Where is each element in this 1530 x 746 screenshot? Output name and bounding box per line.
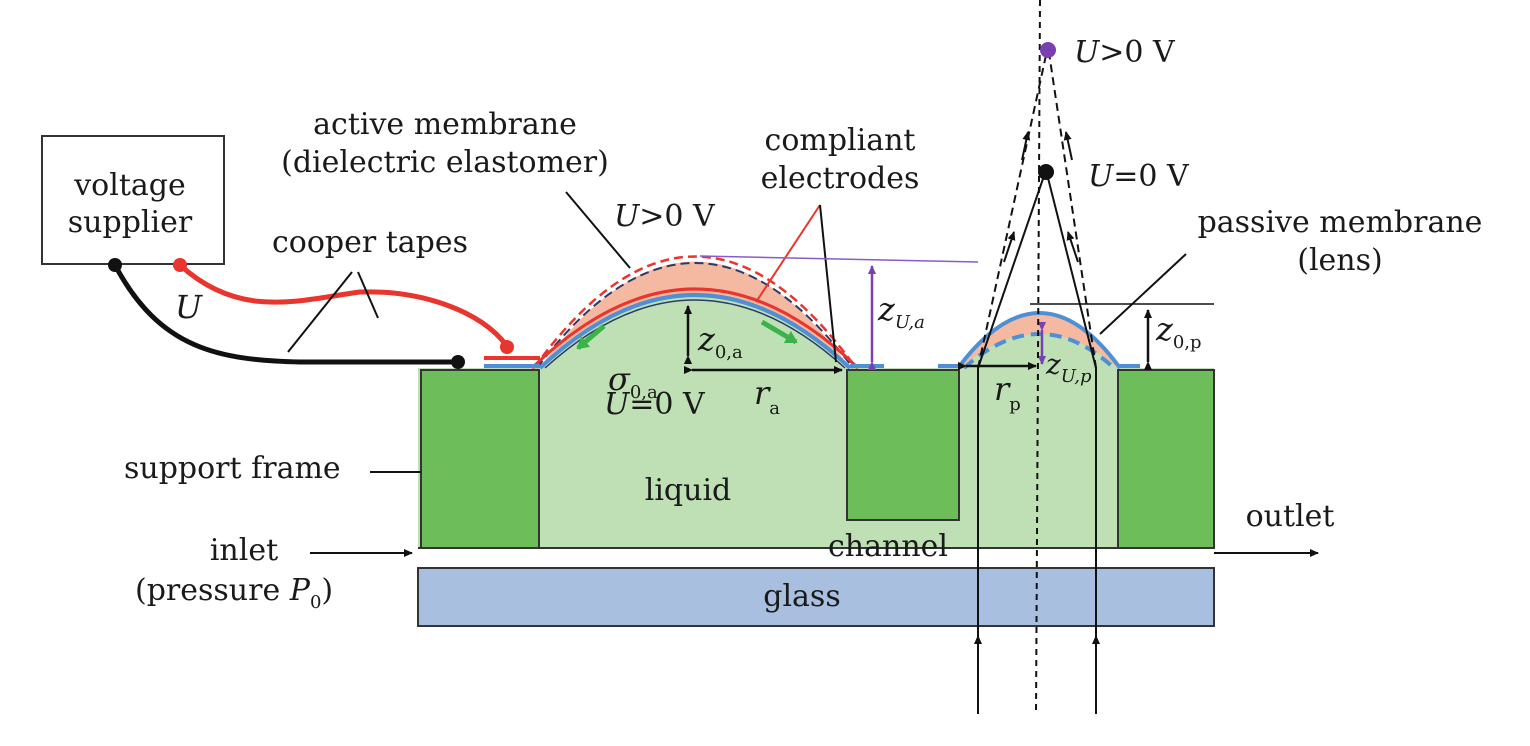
outlet-label: outlet xyxy=(1246,499,1335,534)
black-wire-end xyxy=(451,355,465,369)
ray-right-dash-arrow xyxy=(1063,131,1073,161)
ray-left-dashed xyxy=(977,45,1049,369)
ray-right-up-arrow xyxy=(1066,231,1079,263)
zUa-label: zU,a xyxy=(877,290,925,333)
ray-left-up-arrow xyxy=(1003,231,1016,263)
cooper-leader-1 xyxy=(287,271,353,353)
glass-substrate xyxy=(417,567,1215,627)
rp-label: rp xyxy=(994,370,1021,415)
pressure-label: (pressure P0) xyxy=(135,573,333,613)
u-on-active-label: U>0 V xyxy=(614,199,716,234)
active-membrane-rest-electrode xyxy=(530,287,860,370)
support-frame-right xyxy=(1117,369,1215,549)
electrode-leader-2 xyxy=(819,204,837,363)
u-on-focus-label: U>0 V xyxy=(1074,35,1176,70)
focal-point-off xyxy=(1038,164,1054,180)
liquid-label: liquid xyxy=(645,473,732,508)
passive-membrane-label-2: (lens) xyxy=(1297,243,1382,278)
optical-axis xyxy=(1035,0,1041,715)
cooper-tapes-label: cooper tapes xyxy=(272,225,468,260)
passive-membrane-solid xyxy=(956,311,1122,370)
compliant-electrodes-label-2: electrodes xyxy=(761,161,920,196)
channel-label: channel xyxy=(828,529,948,564)
support-frame-left xyxy=(420,369,540,549)
active-membrane-rest xyxy=(538,293,852,370)
ra-label: ra xyxy=(754,374,780,419)
cooper-leader-2 xyxy=(357,271,379,319)
u-off-active-label: U=0 V xyxy=(604,387,706,422)
active-membrane-dashed-inner xyxy=(536,262,854,369)
support-frame-label: support frame xyxy=(124,451,341,486)
black-wire-terminal xyxy=(108,258,122,272)
stress-arrow-right xyxy=(760,319,798,345)
zUa-ref-line xyxy=(699,255,979,263)
electrode-leader-1 xyxy=(755,204,821,303)
u-off-focus-label: U=0 V xyxy=(1088,159,1190,194)
red-wire-end xyxy=(500,340,514,354)
active-membrane-label-2: (dielectric elastomer) xyxy=(281,145,609,180)
focal-point-on xyxy=(1040,42,1056,58)
passive-membrane-bulge xyxy=(960,315,1118,368)
passive-membrane-label-1: passive membrane xyxy=(1198,205,1483,240)
red-wire-terminal xyxy=(173,258,187,272)
passive-leader xyxy=(1099,253,1187,335)
active-membrane-leader xyxy=(565,191,631,269)
voltage-U-label: U xyxy=(175,288,203,326)
compliant-electrodes-label-1: compliant xyxy=(765,123,916,158)
ray-right-dashed xyxy=(1047,45,1097,369)
z0a-label: z0,a xyxy=(697,320,743,363)
stress-arrow-left xyxy=(576,324,606,350)
black-wire xyxy=(112,263,458,365)
zUp-label: zU,p xyxy=(1045,348,1092,387)
voltage-supplier-label-1: voltage xyxy=(73,168,186,203)
voltage-supplier-label-2: supplier xyxy=(68,205,193,240)
z0p-label: z0,p xyxy=(1155,310,1202,353)
liquid-region xyxy=(418,295,1214,548)
ray-left-dash-arrow xyxy=(1021,131,1031,161)
active-membrane-dashed-outline xyxy=(532,255,858,369)
voltage-supplier-box xyxy=(41,135,225,265)
glass-label: glass xyxy=(763,579,840,614)
sigma-label: σ0,a xyxy=(608,360,658,403)
red-wire xyxy=(178,263,509,348)
active-membrane-label-1: active membrane xyxy=(313,107,577,142)
inlet-label: inlet xyxy=(210,533,278,568)
support-frame-middle xyxy=(846,369,960,521)
